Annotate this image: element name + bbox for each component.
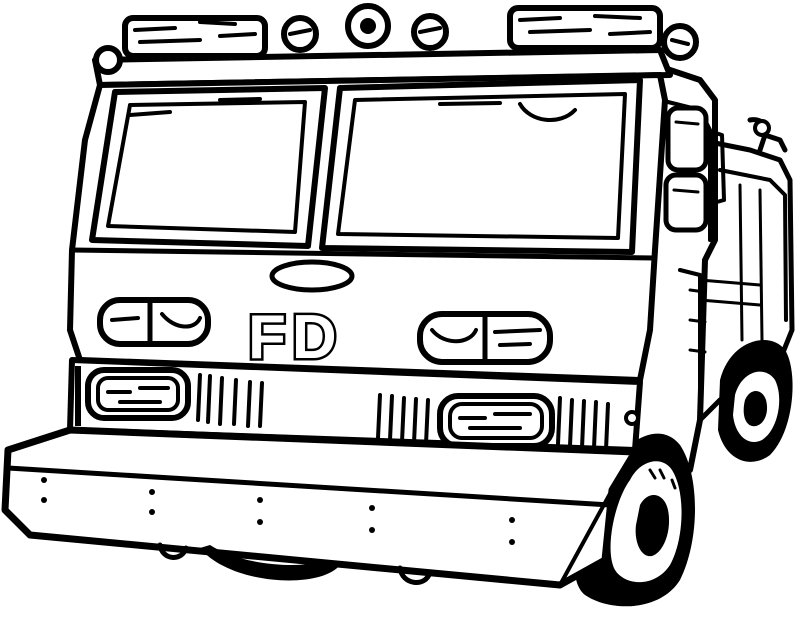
headlight-upper-right (417, 311, 553, 365)
windshield-left (89, 85, 328, 249)
fd-lettering: FD (248, 303, 343, 372)
side-mirror (663, 105, 726, 233)
tow-hooks (157, 542, 433, 585)
roof-light-bar (92, 3, 699, 88)
headlight-lower-right (437, 393, 555, 449)
windshield-right (319, 77, 643, 255)
headlight-upper-left (97, 297, 211, 347)
rear-wheel (718, 340, 793, 462)
front-emblem (269, 259, 355, 293)
front-bumper (1, 426, 639, 589)
headlight-lower-left (85, 367, 191, 421)
